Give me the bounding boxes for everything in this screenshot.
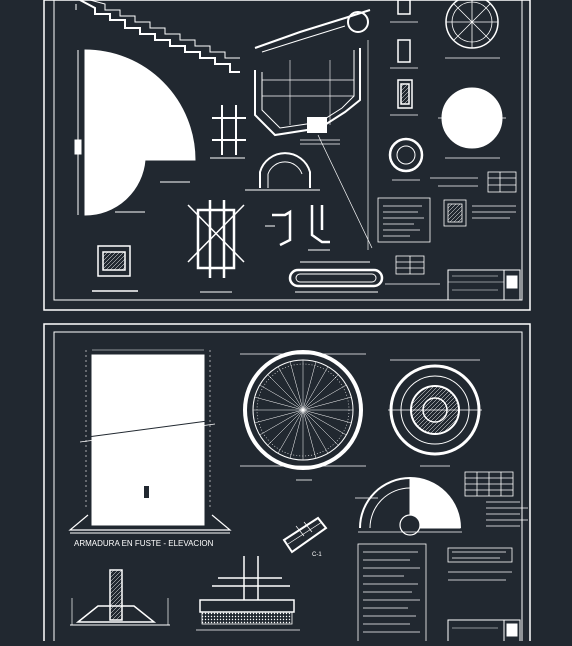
sheet-1-outer-border bbox=[43, 0, 531, 311]
radial-spoke bbox=[302, 409, 317, 459]
radial-plan-top bbox=[445, 0, 500, 59]
bar-schedule-table bbox=[464, 471, 514, 497]
pier-base-section bbox=[92, 245, 138, 292]
quarter-slab-plan bbox=[74, 49, 196, 216]
footing-section bbox=[70, 569, 170, 626]
shaft-elevation bbox=[68, 349, 232, 534]
radial-spoke bbox=[277, 366, 304, 411]
tank-foundation-section bbox=[196, 556, 300, 631]
title-block-sheet-2 bbox=[447, 619, 521, 645]
sheet-2: ARMADURA EN FUSTE - ELEVACION bbox=[43, 323, 531, 645]
radial-reinforcement-plan bbox=[240, 350, 366, 481]
radial-spoke bbox=[302, 374, 339, 411]
radial-spoke bbox=[254, 396, 304, 411]
small-ring-plan bbox=[388, 137, 424, 181]
notes-block-centre bbox=[357, 543, 513, 645]
staircase-detail bbox=[75, 0, 240, 73]
radial-spoke bbox=[254, 409, 304, 424]
radial-spoke bbox=[302, 409, 347, 436]
radial-spoke bbox=[302, 366, 329, 411]
section-tag: C-1 bbox=[312, 552, 322, 558]
vertical-detail-strip bbox=[390, 0, 418, 116]
title-block-sheet-1 bbox=[447, 269, 521, 301]
radial-spoke bbox=[302, 409, 329, 454]
rebar-table-sheet-1 bbox=[385, 255, 440, 285]
sheet-1 bbox=[43, 0, 531, 311]
ring-beam-detail bbox=[288, 261, 384, 293]
solid-circle-plan bbox=[438, 87, 506, 159]
ring-foundation-plan bbox=[388, 359, 482, 467]
radial-spoke bbox=[302, 396, 352, 411]
notes-block-sheet-2 bbox=[486, 501, 528, 527]
elevation-title: ARMADURA EN FUSTE - ELEVACION bbox=[74, 539, 214, 548]
radial-spoke bbox=[289, 361, 304, 411]
radial-spoke bbox=[302, 384, 347, 411]
radial-spoke bbox=[267, 374, 304, 411]
half-dome-plan bbox=[355, 477, 462, 536]
radial-spoke bbox=[267, 409, 304, 446]
tank-cross-section bbox=[254, 9, 373, 250]
radial-spoke bbox=[289, 409, 304, 459]
radial-spoke bbox=[259, 409, 304, 436]
rebar-frame-detail bbox=[187, 200, 245, 293]
radial-spoke bbox=[277, 409, 304, 454]
radial-spoke bbox=[302, 409, 352, 424]
radial-spoke bbox=[302, 409, 339, 446]
sheet-1-inner-border bbox=[53, 0, 523, 301]
dome-arch-section bbox=[245, 152, 320, 191]
notes-block-sheet-1 bbox=[377, 197, 516, 243]
column-grid-detail bbox=[210, 105, 246, 159]
curved-bar-detail bbox=[282, 516, 328, 554]
radial-spoke bbox=[302, 361, 317, 411]
bent-bar-details bbox=[265, 205, 330, 251]
radial-spoke bbox=[259, 384, 304, 411]
table-sheet-1 bbox=[430, 171, 517, 193]
